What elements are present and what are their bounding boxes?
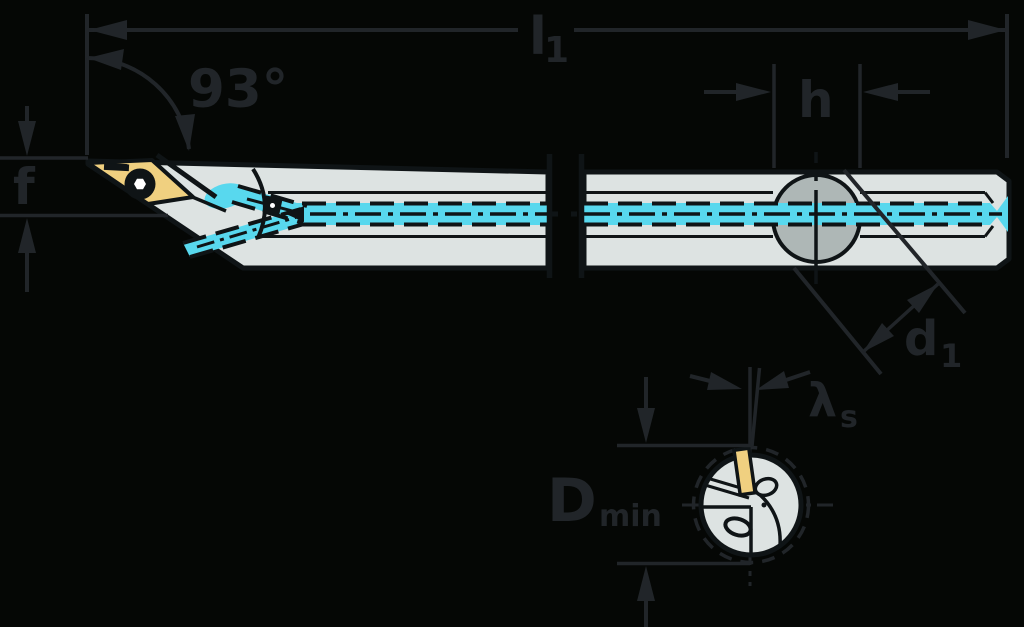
label-d-min-sub: min xyxy=(599,499,662,534)
label-lambda-s: λ xyxy=(808,373,837,427)
arrowhead-left-in xyxy=(863,83,898,101)
pocket-lower-line xyxy=(189,194,227,213)
break-lines xyxy=(546,154,585,278)
tangent-line-upper xyxy=(842,168,967,315)
end-view-details xyxy=(703,476,782,557)
arrowhead-arc-top xyxy=(88,49,124,70)
clamp-screw-dot xyxy=(270,203,275,208)
coolant-hidden-lines xyxy=(182,184,985,259)
end-view xyxy=(682,445,833,586)
tangent-line-lower xyxy=(792,266,883,376)
arrowhead-lambda-right xyxy=(756,371,789,390)
arrowhead-right-in xyxy=(736,83,771,101)
dimension-d-min: D min xyxy=(547,377,750,627)
label-l1-sub: 1 xyxy=(544,30,569,71)
bar-centerline xyxy=(196,197,1002,249)
arrowhead-d1-upper xyxy=(907,284,938,313)
cutting-insert-front xyxy=(731,446,758,497)
label-93-degrees: 93° xyxy=(188,59,288,120)
dimension-f: f xyxy=(0,106,168,292)
label-h: h xyxy=(798,71,834,129)
label-d1: d xyxy=(904,311,938,367)
dimension-l1: l 1 xyxy=(85,7,1009,158)
arrowhead-down xyxy=(18,121,36,156)
end-view-center-dot xyxy=(761,502,767,508)
chipbreaker-mark xyxy=(103,162,130,172)
arrowhead-left xyxy=(89,20,127,40)
insert-tilt-line xyxy=(750,367,762,447)
angle-arc xyxy=(86,56,191,150)
bar-feature-lines xyxy=(252,191,995,238)
arrowhead-up xyxy=(18,218,36,253)
label-d1-sub: 1 xyxy=(940,337,962,375)
dimension-lambda-s: λ s xyxy=(689,367,858,447)
side-view xyxy=(85,152,1012,284)
label-lambda-s-sub: s xyxy=(840,400,858,435)
arrowhead-right xyxy=(968,20,1006,40)
arrowhead-lambda-left xyxy=(707,372,742,390)
label-f: f xyxy=(13,158,36,216)
dimension-d1: d 1 xyxy=(792,168,967,376)
arrowhead-dmin-down xyxy=(637,408,655,443)
flow-arrowhead xyxy=(286,206,304,222)
head-details xyxy=(86,152,283,239)
insert-screw-torx xyxy=(134,178,146,190)
label-l1: l xyxy=(529,7,547,67)
arrowhead-dmin-up xyxy=(637,566,655,601)
dimension-h: h xyxy=(704,64,930,168)
arrowhead-arc-bottom xyxy=(175,114,195,151)
label-d-min: D xyxy=(547,466,597,536)
dimension-entering-angle: 93° xyxy=(86,49,288,151)
arrowhead-d1-lower xyxy=(863,323,894,352)
insert-pocket-line xyxy=(155,152,218,200)
min-bore-dashed-circle xyxy=(691,445,811,565)
